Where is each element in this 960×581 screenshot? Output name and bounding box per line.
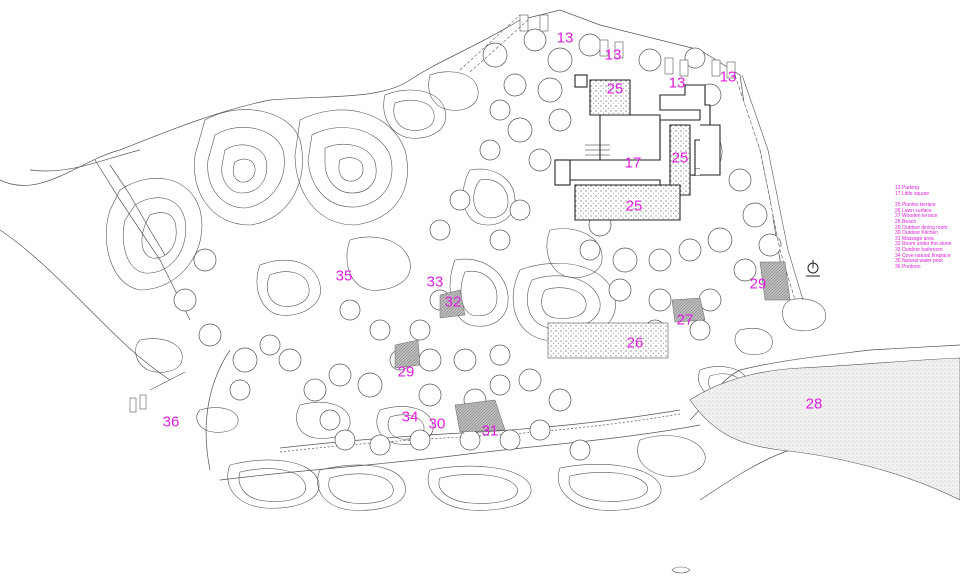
label-outdoor-kitchen: 30 bbox=[428, 415, 446, 433]
pontoon bbox=[129, 371, 691, 574]
label-parking: 13 bbox=[604, 46, 622, 64]
label-plantes-terrace: 25 bbox=[625, 197, 643, 215]
label-outdoor-dining: 29 bbox=[397, 363, 415, 381]
label-outdoor-dining: 29 bbox=[749, 275, 767, 293]
legend-item: 31 Massage area bbox=[895, 235, 934, 242]
label-pontoon: 36 bbox=[162, 413, 180, 431]
label-beach: 28 bbox=[805, 395, 823, 413]
label-outdoor-bathroom: 33 bbox=[426, 273, 444, 291]
legend-item: 32 Room under the stone bbox=[895, 241, 952, 248]
legend-item: 34 Cove natural fireplace bbox=[895, 252, 951, 259]
legend-item: 36 Pontoon bbox=[895, 263, 921, 270]
lawn-surface bbox=[547, 322, 669, 359]
label-parking: 13 bbox=[668, 74, 686, 92]
legend-item: 33 Outdoor bathroom bbox=[895, 246, 943, 253]
label-parking: 13 bbox=[556, 29, 574, 47]
legend-item: 35 Natural water pool bbox=[895, 258, 943, 265]
legend-item: 27 Wooden terrace bbox=[895, 213, 938, 220]
beach-area bbox=[689, 357, 960, 501]
label-cove-fireplace: 34 bbox=[401, 408, 419, 426]
legend-item: 13 Parking bbox=[895, 185, 919, 191]
label-plantes-terrace: 25 bbox=[606, 80, 624, 98]
label-room-under-stone: 32 bbox=[444, 293, 462, 311]
label-little-square: 17 bbox=[624, 154, 642, 172]
legend-item: 29 Outdoor dining room bbox=[895, 224, 948, 231]
legend-item: 28 Beach bbox=[895, 218, 917, 225]
label-parking: 13 bbox=[719, 68, 737, 86]
label-natural-water-pool: 35 bbox=[335, 267, 353, 285]
label-lawn-surface: 26 bbox=[626, 334, 644, 352]
north-arrow-icon bbox=[803, 258, 823, 280]
legend-item: 30 Outdoor Kitchen bbox=[895, 230, 939, 237]
legend-item: 25 Plantes terrace bbox=[895, 202, 936, 209]
house-building bbox=[554, 74, 721, 221]
grey-zones bbox=[394, 261, 791, 433]
label-wooden-terrace: 27 bbox=[676, 311, 694, 329]
legend-item: 17 Little square bbox=[895, 190, 930, 197]
label-massage-area: 31 bbox=[481, 422, 499, 440]
parking-cars bbox=[459, 14, 804, 301]
legend-item: 26 Lawn surface bbox=[895, 207, 932, 214]
label-plantes-terrace: 25 bbox=[671, 149, 689, 167]
